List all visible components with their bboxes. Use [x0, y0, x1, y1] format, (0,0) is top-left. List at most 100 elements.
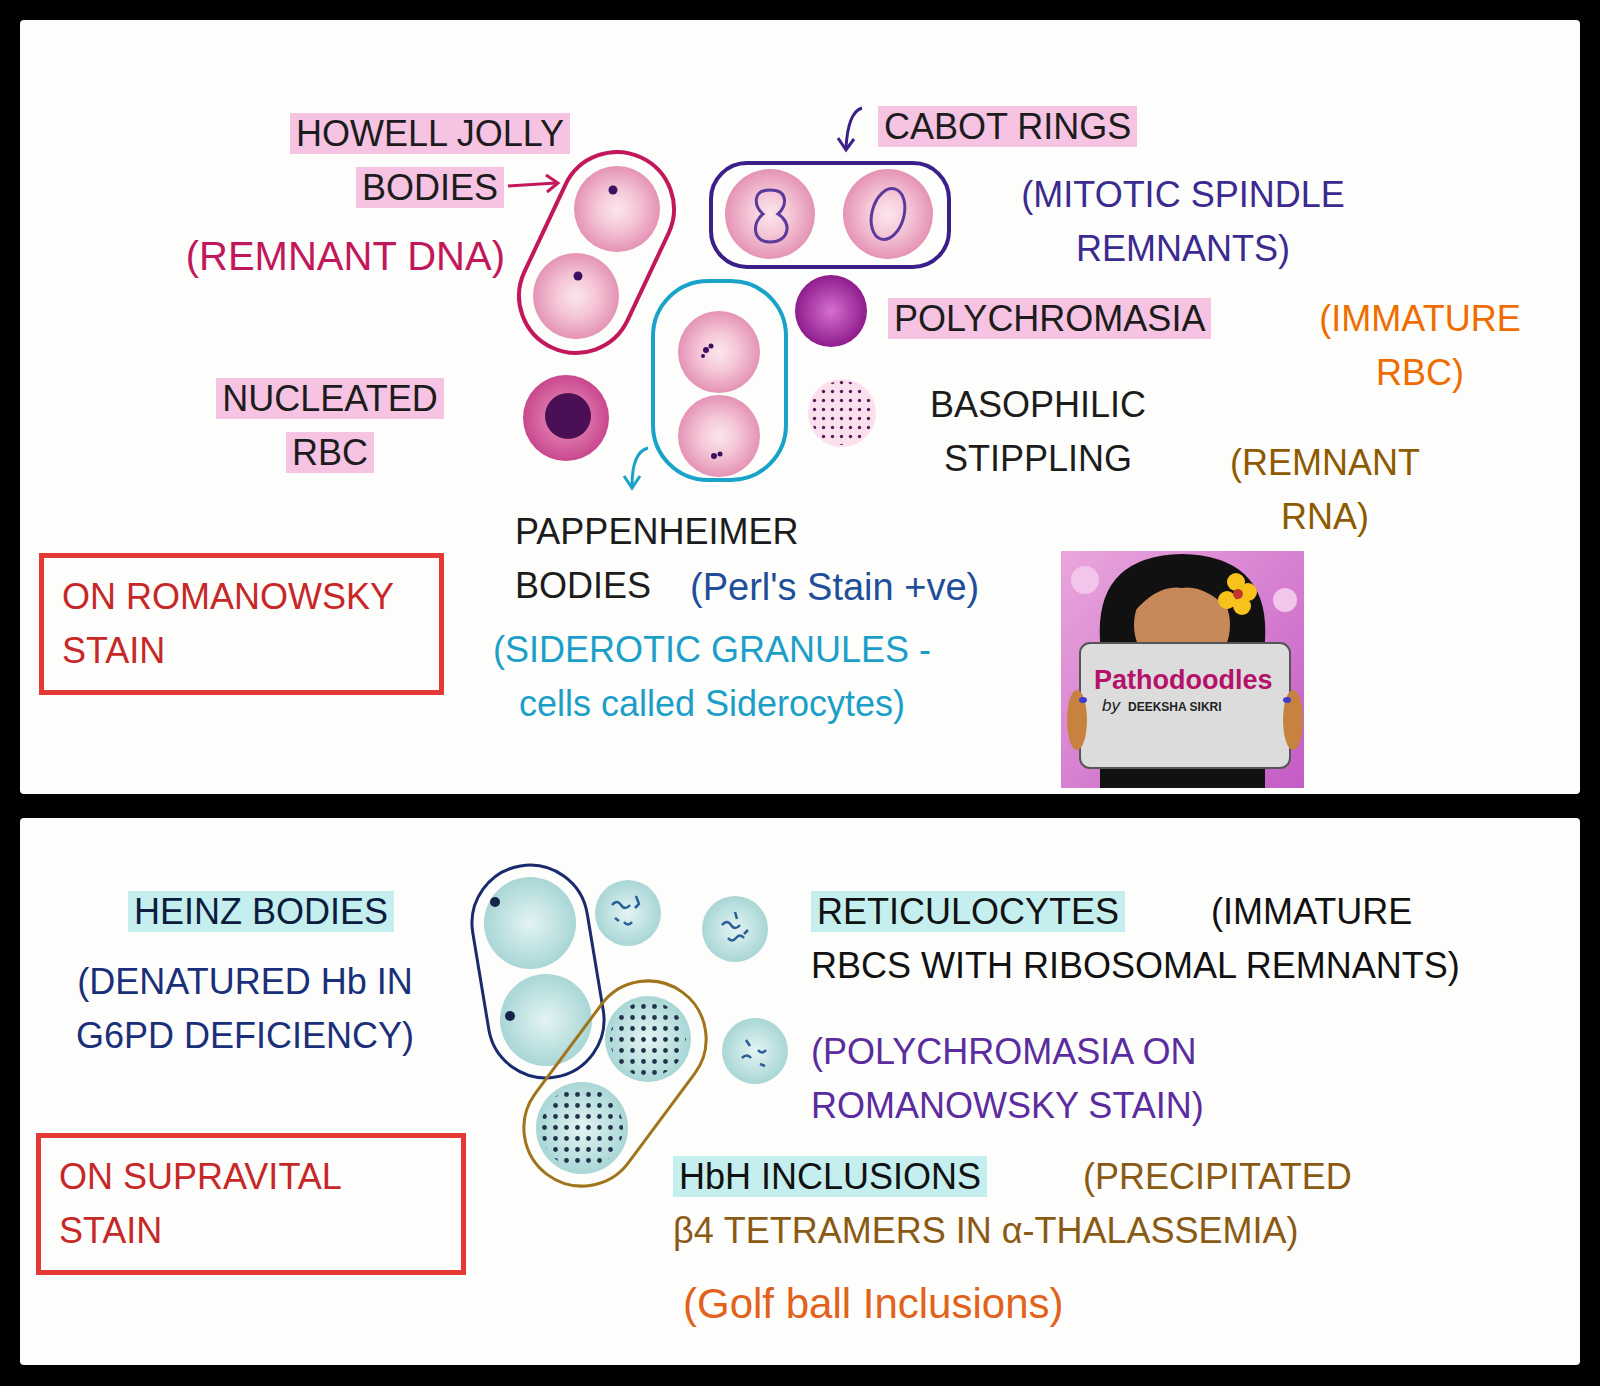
stain-box: ON ROMANOWSKY STAIN [39, 553, 444, 695]
howell-jolly-body [609, 186, 618, 195]
reticulocyte [702, 896, 768, 962]
label-text: CABOT RINGS [878, 106, 1137, 147]
siderotic-granule [718, 452, 723, 457]
label-text: (Golf ball Inclusions) [683, 1280, 1063, 1327]
reticulocyte [595, 880, 661, 946]
label-slot: (POLYCHROMASIA ON ROMANOWSKY STAIN) [811, 1025, 1411, 1133]
label-slot: (REMNANT DNA) [110, 226, 505, 286]
label-text: by [1102, 696, 1120, 715]
label-slot: (PRECIPITATED β4 TETRAMERS IN α-THALASSE… [673, 1150, 1393, 1258]
red-cell [484, 877, 576, 969]
label-text: (IMMATURE RBC) [1319, 298, 1520, 393]
label-text: (REMNANT RNA) [1230, 442, 1420, 537]
red-cell [574, 166, 660, 252]
label-text: RETICULOCYTES [811, 891, 1125, 932]
reticulum-strand [722, 912, 748, 941]
label-slot: HbH INCLUSIONS [673, 1150, 1003, 1204]
cabot-ring [755, 190, 787, 242]
arrow-head [546, 175, 558, 192]
howell-jolly-body [574, 272, 583, 281]
watermark-tablet [1080, 643, 1290, 768]
watermark-hand [1283, 690, 1303, 750]
red-cell [678, 311, 760, 393]
label-text: DEEKSHA SIKRI [1128, 700, 1222, 714]
label-slot: (SIDEROTIC GRANULES - cells called Sider… [462, 623, 962, 731]
leader-arrow [508, 183, 556, 186]
siderotic-granule [701, 354, 705, 358]
label-slot: RETICULOCYTES [811, 885, 1151, 939]
label-text: (REMNANT DNA) [186, 234, 505, 278]
label-slot: (Perl's Stain +ve) [690, 559, 1050, 616]
group-outline [711, 163, 949, 267]
watermark-ground [1061, 551, 1304, 788]
cabot-ring [866, 185, 910, 244]
watermark-nail [1079, 697, 1087, 703]
label-slot: (IMMATURE RBCS WITH RIBOSOMAL REMNANTS) [811, 885, 1511, 993]
watermark-nail [1283, 697, 1291, 703]
red-cell [605, 996, 691, 1082]
watermark-flower [1233, 589, 1243, 599]
label-text: (IMMATURE RBCS WITH RIBOSOMAL REMNANTS) [811, 891, 1460, 986]
group-outline [500, 133, 693, 372]
label-slot: NUCLEATED RBC [200, 372, 460, 480]
arrow-head [624, 476, 640, 488]
label-slot: (IMMATURE RBC) [1290, 292, 1550, 400]
watermark-hand [1067, 690, 1087, 750]
red-cell [843, 169, 933, 259]
red-cell [725, 169, 815, 259]
siderotic-granule [703, 347, 709, 353]
label-slot: BASOPHILIC STIPPLING [888, 378, 1188, 486]
heinz-body [490, 897, 500, 907]
red-cell [500, 974, 592, 1066]
polychromatic-cell [795, 275, 867, 347]
nucleated-cell [523, 375, 609, 461]
label-slot: (REMNANT RNA) [1190, 436, 1460, 544]
label-text: (DENATURED Hb IN G6PD DEFICIENCY) [76, 961, 414, 1056]
stain-label: ON SUPRAVITAL STAIN [59, 1150, 443, 1258]
group-outline [653, 281, 786, 480]
stain-box: ON SUPRAVITAL STAIN [36, 1133, 466, 1275]
label-text: HOWELL JOLLY BODIES [290, 113, 570, 208]
label-text: (SIDEROTIC GRANULES - cells called Sider… [493, 629, 931, 724]
leader-arrow [846, 108, 862, 148]
leader-arrow [632, 448, 648, 486]
label-slot: CABOT RINGS [878, 100, 1238, 154]
label-slot: (Golf ball Inclusions) [683, 1272, 1243, 1335]
label-text: BASOPHILIC STIPPLING [930, 384, 1146, 479]
label-slot: HEINZ BODIES [128, 885, 458, 939]
label-slot: DEEKSHA SIKRI [1128, 700, 1278, 714]
reticulum-strand [742, 1040, 766, 1066]
red-cell [533, 253, 619, 339]
label-text: HEINZ BODIES [128, 891, 394, 932]
watermark-decor [1273, 588, 1297, 612]
red-cell [536, 1082, 628, 1174]
label-slot: (DENATURED Hb IN G6PD DEFICIENCY) [30, 955, 460, 1063]
stippling-dots [810, 381, 874, 445]
label-text: (PRECIPITATED β4 TETRAMERS IN α-THALASSE… [673, 1156, 1352, 1251]
siderotic-granule [711, 453, 717, 459]
watermark-decor [1071, 566, 1099, 594]
stippled-cell [808, 379, 876, 447]
label-text: (MITOTIC SPINDLE REMNANTS) [1021, 174, 1344, 269]
arrow-head [838, 138, 854, 150]
stain-label: ON ROMANOWSKY STAIN [62, 570, 421, 678]
watermark-hair [1134, 560, 1232, 612]
hbh-inclusions [541, 1087, 623, 1169]
label-slot: HOWELL JOLLY BODIES [260, 107, 600, 215]
label-text: HbH INCLUSIONS [673, 1156, 987, 1197]
label-slot: (MITOTIC SPINDLE REMNANTS) [963, 168, 1403, 276]
siderotic-granule [709, 344, 714, 349]
label-text: POLYCHROMASIA [888, 298, 1211, 339]
reticulum-strand [612, 896, 639, 925]
top-panel [20, 20, 1580, 794]
nucleus [545, 393, 591, 439]
label-slot: POLYCHROMASIA [888, 292, 1218, 346]
hbh-inclusions [610, 1001, 686, 1077]
label-text: (POLYCHROMASIA ON ROMANOWSKY STAIN) [811, 1031, 1204, 1126]
label-text: (Perl's Stain +ve) [690, 566, 979, 608]
label-slot: Pathodoodles [1094, 660, 1284, 701]
heinz-body [505, 1011, 515, 1021]
red-cell [678, 395, 760, 477]
reticulocyte [722, 1018, 788, 1084]
